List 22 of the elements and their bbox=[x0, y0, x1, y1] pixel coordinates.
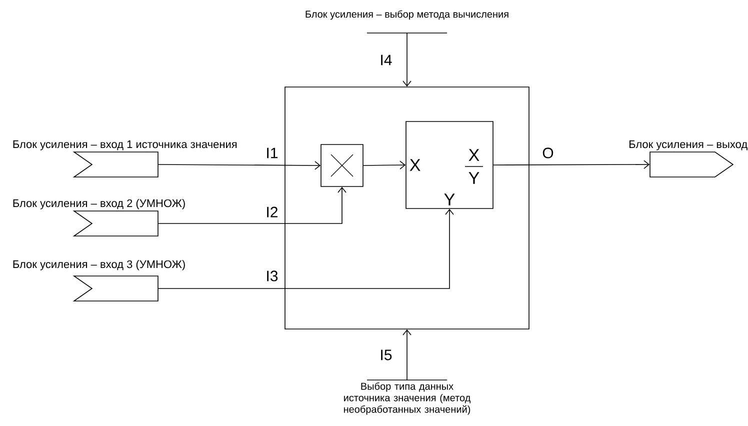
arrow bbox=[158, 186, 346, 224]
edge-label: I1 bbox=[264, 146, 280, 160]
edge-label: I2 bbox=[264, 206, 280, 218]
divider-box: X X Y Y bbox=[406, 121, 494, 209]
edge-label: I4 bbox=[378, 54, 394, 66]
function-block bbox=[284, 86, 530, 330]
signal-label: Блок усиления – выбор метода вычисления bbox=[306, 10, 508, 20]
arrow bbox=[158, 208, 454, 289]
edge-label: I5 bbox=[378, 348, 394, 362]
arrow bbox=[402, 32, 412, 87]
signal-label: Выбор типа данных источника значения (метод необработанных значений) bbox=[344, 382, 470, 415]
edge-label: I3 bbox=[264, 270, 280, 282]
arrow bbox=[493, 160, 650, 169]
edge-label: O bbox=[541, 146, 555, 160]
connector-label: Блок усиления – вход 2 (УМНОЖ) bbox=[13, 199, 185, 210]
connector-label: Блок усиления – вход 1 источника значения bbox=[13, 140, 237, 150]
arrow bbox=[158, 161, 321, 170]
arrow bbox=[402, 329, 412, 380]
connector-label: Блок усиления – вход 3 (УМНОЖ) bbox=[13, 260, 185, 270]
connector-label: Блок усиления – выход bbox=[630, 140, 748, 150]
multiplier-box bbox=[320, 144, 364, 187]
arrow bbox=[363, 160, 406, 170]
